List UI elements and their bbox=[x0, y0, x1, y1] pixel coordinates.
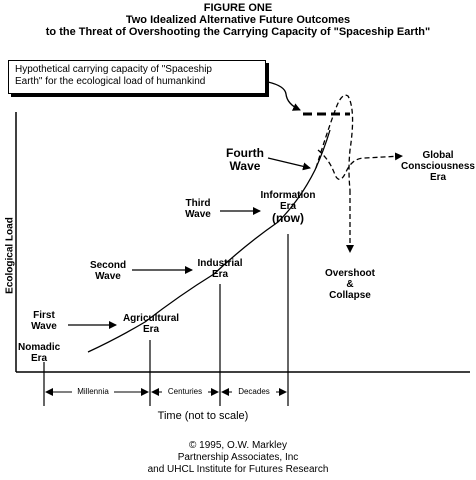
decades-label: Decades bbox=[232, 387, 276, 396]
figure-subtitle-2: to the Threat of Overshooting the Carryi… bbox=[45, 26, 431, 38]
callout-pointer-arrow bbox=[267, 81, 301, 111]
credit-line-2: Partnership Associates, Inc bbox=[177, 452, 299, 463]
fourth-wave-arrow bbox=[267, 157, 311, 171]
growth-curve bbox=[87, 129, 331, 353]
figure-subtitle-1: Two Idealized Alternative Future Outcome… bbox=[125, 14, 351, 26]
y-axis-label: Ecological Load bbox=[4, 217, 16, 294]
overshoot-collapse-label: Overshoot&Collapse bbox=[324, 268, 375, 301]
global-consciousness-path bbox=[317, 149, 403, 180]
figure-title: FIGURE ONE bbox=[203, 2, 273, 14]
millennia-label: Millennia bbox=[72, 387, 114, 396]
future-rise-curve bbox=[315, 94, 354, 191]
credit-line-3: and UHCL Institute for Futures Research bbox=[147, 464, 329, 475]
centuries-label: Centuries bbox=[162, 387, 208, 396]
callout-line-1: Hypothetical carrying capacity of "Space… bbox=[15, 64, 212, 75]
callout-line-2: Earth" for the ecological load of humank… bbox=[15, 76, 206, 87]
x-axis-label: Time (not to scale) bbox=[157, 410, 249, 422]
credit-line-1: © 1995, O.W. Markley bbox=[189, 440, 287, 451]
carrying-capacity-callout: Hypothetical carrying capacity of "Space… bbox=[8, 60, 266, 94]
